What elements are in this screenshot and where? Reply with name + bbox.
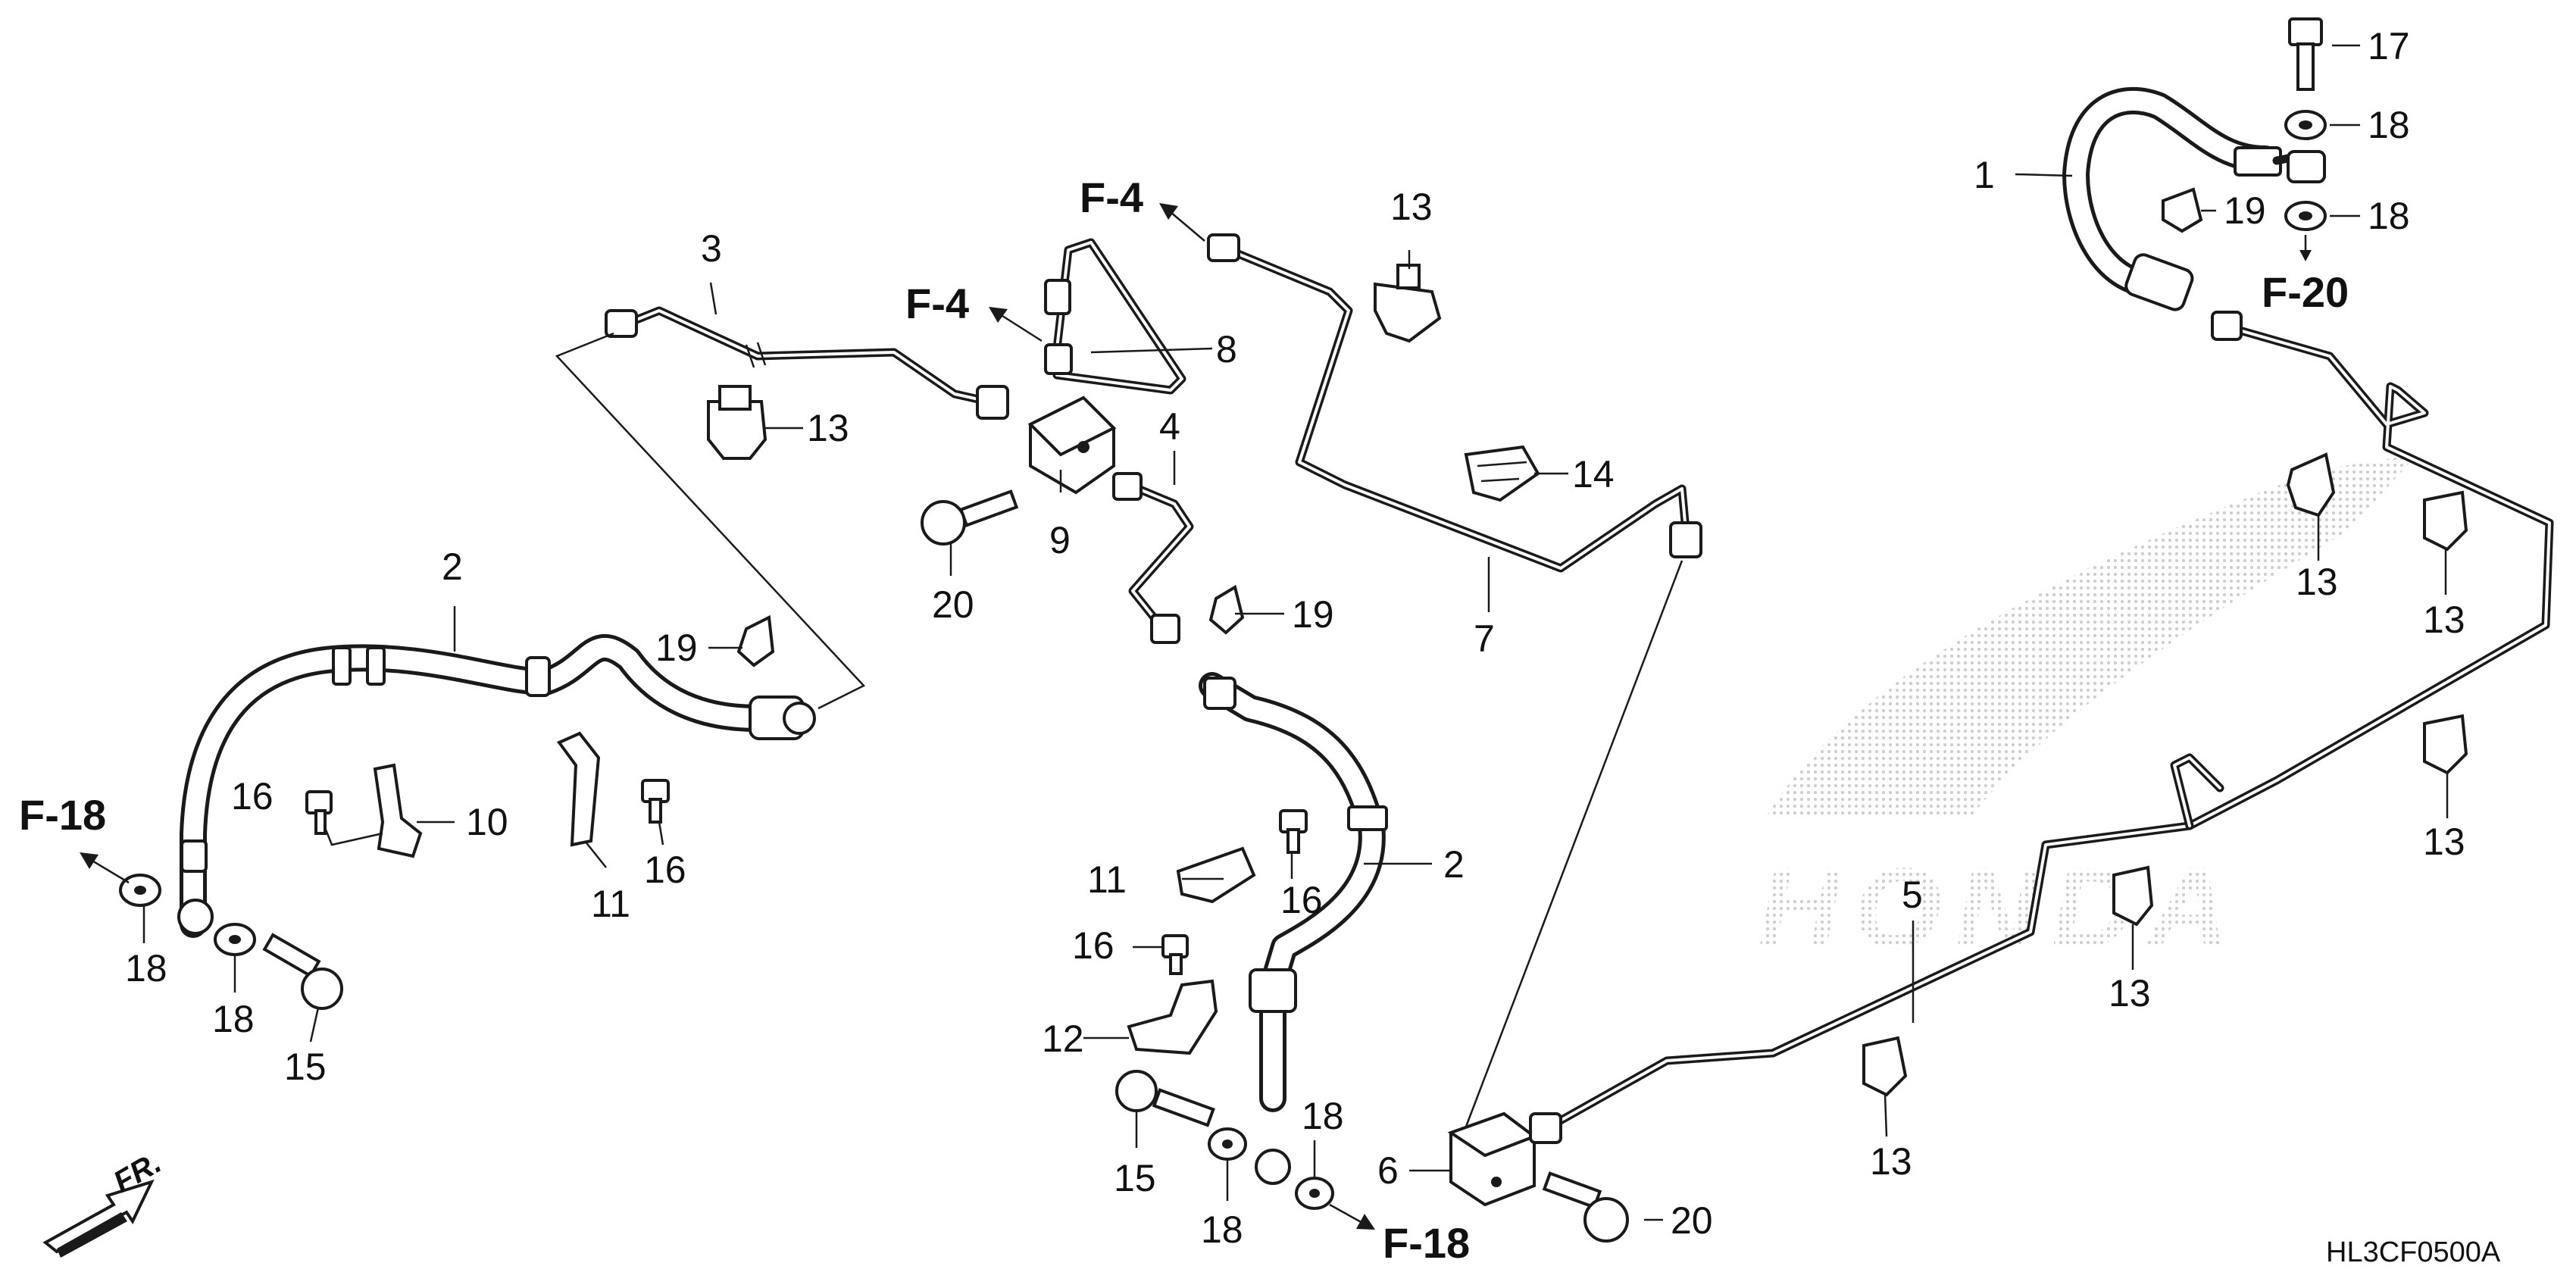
brake-pipe-5 [1529,311,2554,1144]
assembly-bracket-lines [555,332,866,710]
callout-18-a: 18 [125,947,167,989]
bolt-20-b [1542,1171,1629,1243]
ref-arrows [80,203,1375,1230]
brake-pipe-7 [1207,233,1702,573]
callout-11-b: 11 [1087,858,1127,901]
clip-13-e [2423,714,2468,775]
brake-joint-9 [1027,395,1117,495]
leader-lines [142,44,2449,1221]
bolt-15-b [1115,1070,1215,1127]
callout-15-b: 15 [1114,1157,1156,1199]
callout-19-b: 19 [1292,593,1334,636]
clip-19-b [1208,584,1245,635]
callout-18-b: 18 [212,998,255,1040]
ref-f20: F-20 [2262,268,2349,316]
washer-18-a [119,874,161,907]
callout-15-a: 15 [284,1046,327,1088]
callout-2-a: 2 [442,546,463,588]
washer-18-e [2284,110,2327,140]
ref-f4-upper: F-4 [1080,174,1143,221]
callout-2-b: 2 [1443,843,1465,886]
diagram-code: HL3CF0500A [2326,1236,2501,1268]
bolt-16-d [1161,934,1189,975]
washer-18-c [1208,1127,1247,1161]
brake-pipe-4 [1112,472,1194,644]
clip-13-a [707,385,767,460]
brake-pipe-8 [1044,238,1186,395]
clip-19-c [2162,187,2203,233]
ref-f18-left: F-18 [19,791,106,839]
clip-13-b [1374,264,1442,343]
callout-11-a: 11 [591,883,630,925]
callout-20-b: 20 [1671,1199,1713,1242]
callout-16-b: 16 [644,849,686,891]
callout-13-d: 13 [2423,599,2465,641]
callout-10: 10 [466,801,508,843]
wing-emblem [1765,455,2417,818]
callout-9: 9 [1049,519,1071,561]
watermark-text: HONDA [1758,844,2243,971]
brake-hose-2-left [177,634,816,938]
bracket-10 [373,763,423,858]
brake-hose-1 [2062,87,2308,311]
brake-pipe-3 [605,306,1009,420]
clip-13-d [2423,490,2468,552]
callout-16-a: 16 [231,775,274,818]
bolt-17 [2288,17,2323,91]
callout-18-c: 18 [1201,1208,1243,1251]
callout-16-c: 16 [1280,879,1323,921]
bolt-16-c [1279,809,1308,854]
callout-3: 3 [701,227,722,270]
bracket-12 [1127,979,1218,1055]
brake-joint-6 [1447,1111,1538,1207]
callout-7: 7 [1474,617,1495,660]
bolt-20-a [921,489,1019,546]
callout-13-c: 13 [2296,561,2338,603]
callout-13-f: 13 [2109,972,2151,1014]
washer-18-b [214,923,256,956]
clip-13-g [1862,1036,1908,1097]
callout-14: 14 [1572,453,1615,496]
bolt-15-a [262,933,343,1010]
callout-17: 17 [2368,25,2410,67]
callout-1: 1 [1974,154,1995,196]
front-direction-arrow: FR. [42,1146,167,1258]
callout-18-f: 18 [2368,195,2410,237]
callout-19-a: 19 [655,627,698,669]
callout-4: 4 [1159,405,1180,448]
banjo-sleeve [2287,150,2326,183]
bracket-11-a [556,731,601,847]
ref-f18-bottom: F-18 [1383,1219,1470,1267]
brake-hose-2-right [1199,672,1388,1185]
callout-8: 8 [1216,328,1237,370]
callout-16-d: 16 [1072,924,1114,967]
pipe-7-lead-line [1461,560,1683,1137]
bracket-11-b [1176,846,1256,904]
bolt-16-a [305,790,333,835]
clip-19-a [736,614,775,667]
ref-f4-lower: F-4 [905,280,969,327]
callout-13-b: 13 [1390,186,1433,228]
callout-numbers: 1 17 18 18 19 3 13 8 4 9 20 19 13 14 7 2… [125,25,2465,1251]
washer-18-f [2284,201,2327,231]
honda-watermark-logo: HONDA [1758,455,2417,971]
callout-19-c: 19 [2224,189,2266,232]
callout-20-a: 20 [932,583,974,626]
washer-18-d [1295,1177,1334,1210]
callout-13-g: 13 [1870,1140,1912,1183]
callout-5: 5 [1902,874,1923,916]
callout-12: 12 [1042,1018,1084,1060]
callout-13-a: 13 [807,407,849,449]
callout-18-e: 18 [2368,104,2410,146]
callout-6: 6 [1377,1149,1399,1192]
clip-14 [1464,445,1540,502]
callout-18-d: 18 [1302,1095,1344,1137]
clip-13-f [2112,865,2154,927]
bolt-16-b [641,779,670,824]
callout-13-e: 13 [2423,821,2465,863]
